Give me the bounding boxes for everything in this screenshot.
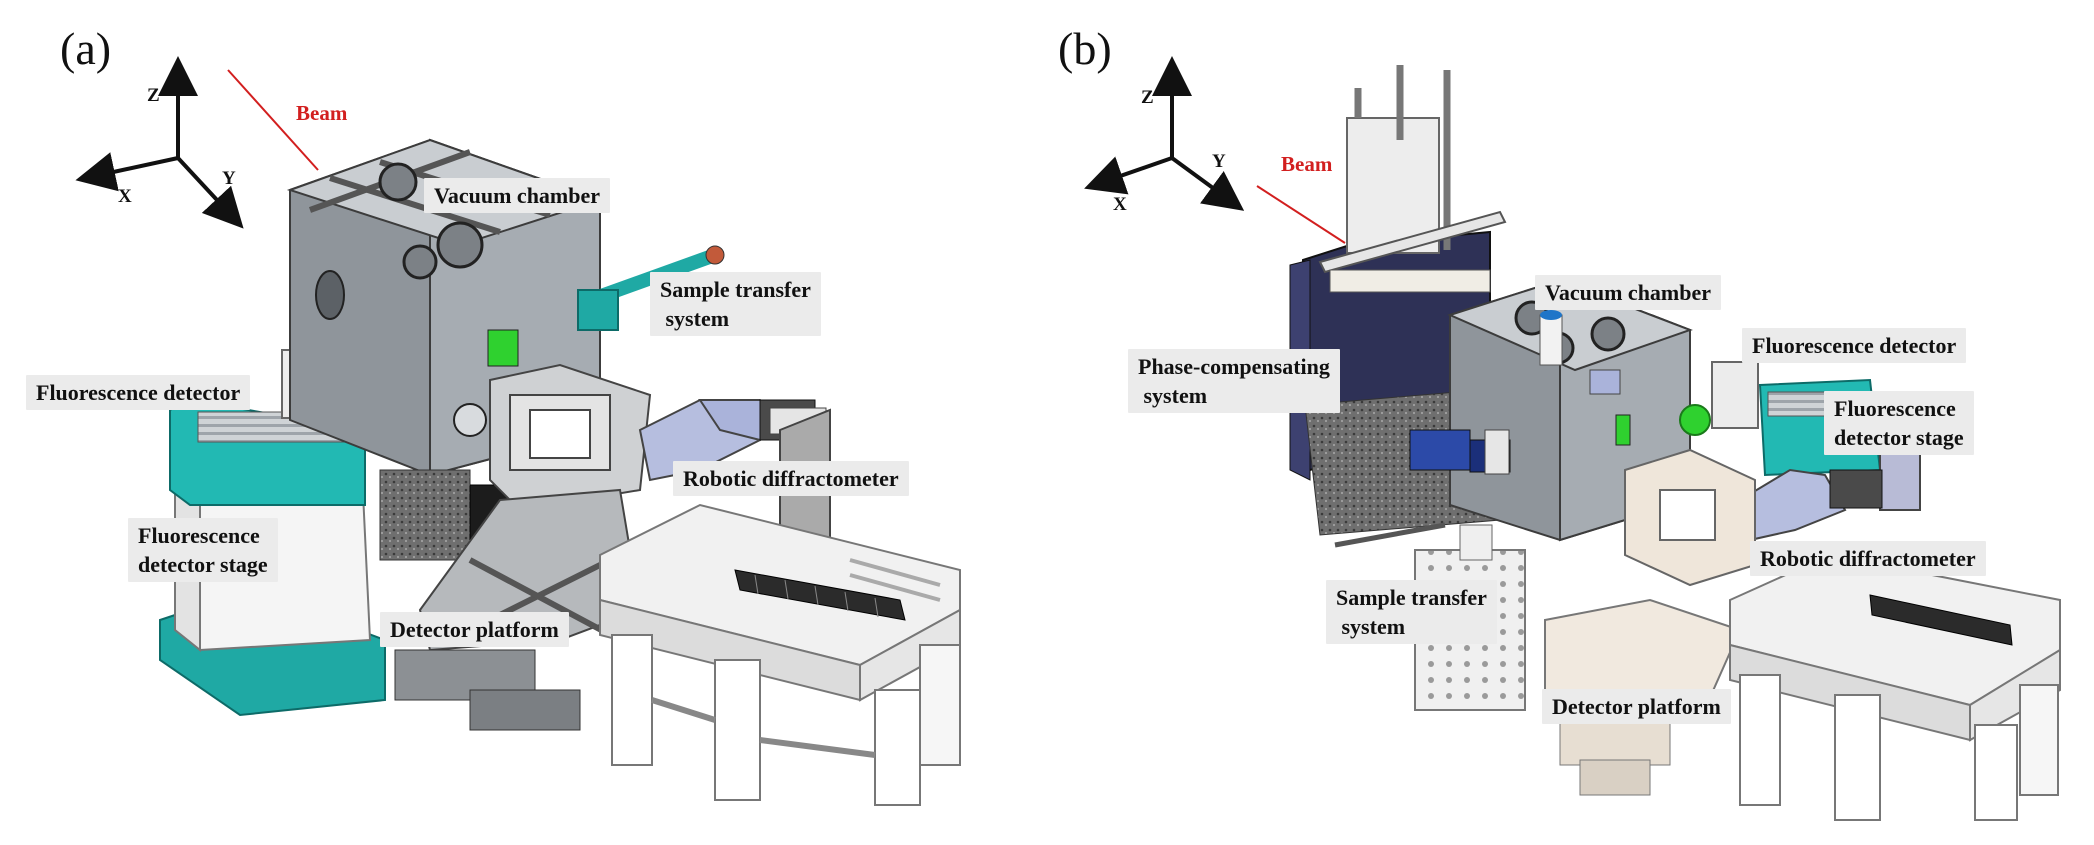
panel-a-robotic-diffractometer-label: Robotic diffractometer	[673, 461, 909, 496]
panel-a-vacuum-chamber-label: Vacuum chamber	[424, 178, 611, 213]
panel-b-beam-label: Beam	[1281, 152, 1333, 176]
panel-b-fluorescence-stage-label: Fluorescence detector stage	[1824, 391, 1974, 455]
panel-b-x-label: X	[1113, 194, 1127, 215]
panel-a-z-label: Z	[147, 85, 160, 106]
panel-a-fluorescence-stage-label: Fluorescence detector stage	[128, 518, 278, 582]
panel-b-detector-platform-label: Detector platform	[1542, 689, 1731, 724]
panel-b-sample-transfer-label: Sample transfer system	[1326, 580, 1497, 644]
panel-a-letter: (a)	[60, 23, 112, 74]
panel-b-robotic-diffractometer-label: Robotic diffractometer	[1750, 541, 1986, 576]
panel-b-apparatus	[1289, 65, 2061, 821]
panel-b-beam-line	[1256, 185, 1346, 244]
panel-a-y-label: Y	[222, 168, 236, 189]
panel-b-y-label: Y	[1212, 151, 1226, 172]
panel-a-beam-label: Beam	[296, 101, 348, 125]
panel-b-z-label: Z	[1141, 87, 1154, 108]
panel-a-apparatus	[159, 138, 961, 806]
panel-b-phase-compensating-label: Phase-compensating system	[1128, 349, 1340, 413]
panel-b-fluorescence-detector-label: Fluorescence detector	[1742, 328, 1967, 363]
panel-a-fluorescence-detector-label: Fluorescence detector	[26, 375, 251, 410]
panel-b-letter: (b)	[1058, 23, 1112, 74]
panel-b-axes: Z X Y	[1084, 56, 1245, 215]
panel-a-sample-transfer-label: Sample transfer system	[650, 272, 821, 336]
panel-a-detector-platform-label: Detector platform	[380, 612, 569, 647]
panel-a-beam-line	[227, 69, 319, 171]
panel-a-axes: Z X Y	[75, 56, 244, 229]
panel-b-vacuum-chamber-label: Vacuum chamber	[1535, 275, 1722, 310]
panel-a-x-label: X	[118, 186, 132, 207]
